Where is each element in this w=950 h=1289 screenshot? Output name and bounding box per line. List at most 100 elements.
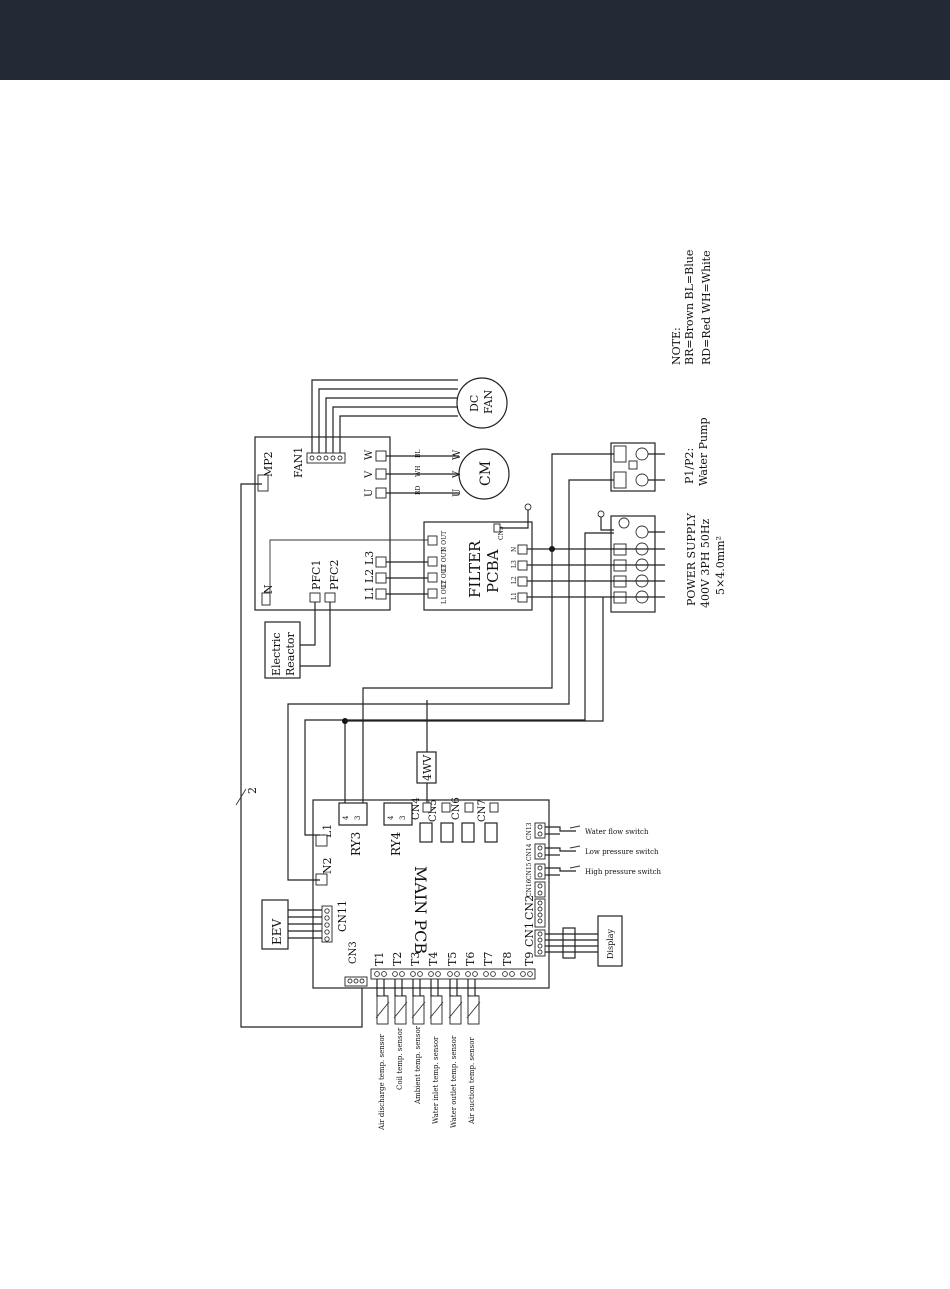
pfc1-label: PFC1 <box>310 560 323 590</box>
cn6-label: CN6 <box>451 797 462 820</box>
cn13-label: CN13 <box>526 822 533 840</box>
sensor-label-air-suction: Air suction temp. sensor <box>468 1037 476 1125</box>
inverter-board <box>254 436 391 611</box>
mp2-connector <box>257 474 269 492</box>
t7-label: T7 <box>482 952 495 966</box>
filter-l1out-label: L1 OUT <box>441 580 448 604</box>
inv-n-label: N <box>262 584 275 594</box>
wire-rd-label: RD <box>415 485 422 495</box>
inv-w-terminal <box>375 450 387 462</box>
l1-label: L1 <box>321 824 334 838</box>
filter-n-label: N <box>511 547 518 552</box>
water-flow-switch-label: Water flow switch <box>585 828 649 836</box>
ry3-pin-4: 4 <box>342 815 350 820</box>
sensor-label-coil: Coil temp. sensor <box>396 1027 404 1090</box>
cn3-label: CN3 <box>348 941 359 964</box>
cn15-label: CN15 <box>526 862 533 880</box>
filter-cn5-connector <box>493 523 501 533</box>
electric-reactor <box>264 621 301 679</box>
cn4-label: CN4 <box>411 797 422 820</box>
cn11-label: CN11 <box>336 900 349 932</box>
note-line-1: BR=Brown BL=Blue <box>683 250 696 365</box>
water-pump-label-1: P1/P2: <box>683 448 696 484</box>
main-pcb-label: MAIN PCB <box>411 866 430 954</box>
ry4-label: RY4 <box>389 831 403 856</box>
cn14-label: CN14 <box>526 843 533 861</box>
cn14-connector <box>534 843 546 860</box>
ground-symbol <box>524 503 532 511</box>
filter-nout-terminal <box>427 535 438 546</box>
inv-l2-terminal <box>375 572 387 584</box>
sensor-connector-strip <box>370 968 536 980</box>
inv-l2-label: L2 <box>363 569 376 583</box>
electric-reactor-label-1: Electric <box>270 632 283 676</box>
t3-label: T3 <box>409 952 422 966</box>
ry4-pin-3: 3 <box>399 816 407 820</box>
filter-n-terminal <box>517 544 528 555</box>
filter-l2-label: L2 <box>511 576 518 584</box>
high-pressure-switch-label: High pressure switch <box>585 868 661 876</box>
cn5-connector <box>441 802 451 813</box>
filter-l3-terminal <box>517 560 528 571</box>
pfc2-terminal <box>324 592 336 603</box>
eev-label: EEV <box>270 918 284 945</box>
cm-w-label: W <box>452 449 463 460</box>
fan1-label: FAN1 <box>292 447 305 478</box>
low-pressure-switch-label: Low pressure switch <box>585 848 659 856</box>
pressure-switch-symbols <box>569 825 581 869</box>
l1-terminal <box>315 834 328 847</box>
filter-l1out-terminal <box>427 588 438 599</box>
filter-label-2: PCBA <box>484 549 502 593</box>
water-pump-terminal-block <box>610 442 656 492</box>
filter-l2out-label: L2 OUT <box>441 564 448 588</box>
cn6-connector <box>464 802 474 813</box>
ry3-pin-3: 3 <box>354 816 362 820</box>
sensor-label-air-discharge: Air discharge temp. sensor <box>378 1033 386 1131</box>
wire-wh-label: WH <box>415 466 422 477</box>
filter-pcba <box>423 521 533 611</box>
inv-l1-terminal <box>375 588 387 600</box>
dc-fan-label-1: DC <box>468 395 481 412</box>
cn16-connector <box>534 881 546 898</box>
t8-label: T8 <box>501 952 514 966</box>
dc-fan <box>456 377 508 429</box>
t6-label: T6 <box>464 952 477 966</box>
ry4-pin-4: 4 <box>387 815 395 820</box>
cn2-connector <box>534 898 546 928</box>
inv-l1-label: L1 <box>363 586 376 600</box>
filter-l3-label: L3 <box>511 560 518 568</box>
sensor-thermistors <box>375 979 481 1025</box>
display-cable-ferrite <box>562 927 576 959</box>
electric-reactor-label-2: Reactor <box>284 631 297 676</box>
inv-l3-terminal <box>375 556 387 568</box>
filter-label-1: FILTER <box>466 540 484 598</box>
power-supply-label-1: POWER SUPPLY <box>685 512 698 606</box>
inv-v-terminal <box>375 468 387 480</box>
ry3-relay <box>338 802 368 826</box>
inv-l3-label: L3 <box>363 551 376 565</box>
inv-u-label: U <box>364 489 375 497</box>
inv-n-terminal <box>261 592 271 606</box>
fan1-connector <box>306 452 346 464</box>
ry3-label: RY3 <box>349 832 363 856</box>
cn13-connector <box>534 822 546 839</box>
filter-l2-terminal <box>517 576 528 587</box>
sensor-label-water-outlet: Water outlet temp. sensor <box>450 1035 458 1128</box>
filter-l1-label: L1 <box>511 592 518 600</box>
dc-fan-label-2: FAN <box>482 389 495 414</box>
power-supply-label-2: 400V 3PH 50Hz <box>699 518 712 608</box>
main-pcb-relay-blocks <box>419 822 498 843</box>
cn3-connector <box>344 976 368 987</box>
cn11-connector <box>321 905 333 943</box>
filter-l3out-label: L3 OUT <box>441 548 448 572</box>
sensor-label-ambient: Ambient temp. sensor <box>414 1025 422 1105</box>
filter-cn5-label: CN5 <box>498 526 505 540</box>
top-banner <box>0 0 950 80</box>
filter-nout-label: N OUT <box>441 531 448 552</box>
compressor-label: CM <box>478 461 494 486</box>
sensor-label-water-inlet: Water inlet temp. sensor <box>432 1036 440 1124</box>
t2-label: T2 <box>391 952 404 966</box>
t5-label: T5 <box>446 952 459 966</box>
wire-count-label: 2 <box>246 787 259 794</box>
